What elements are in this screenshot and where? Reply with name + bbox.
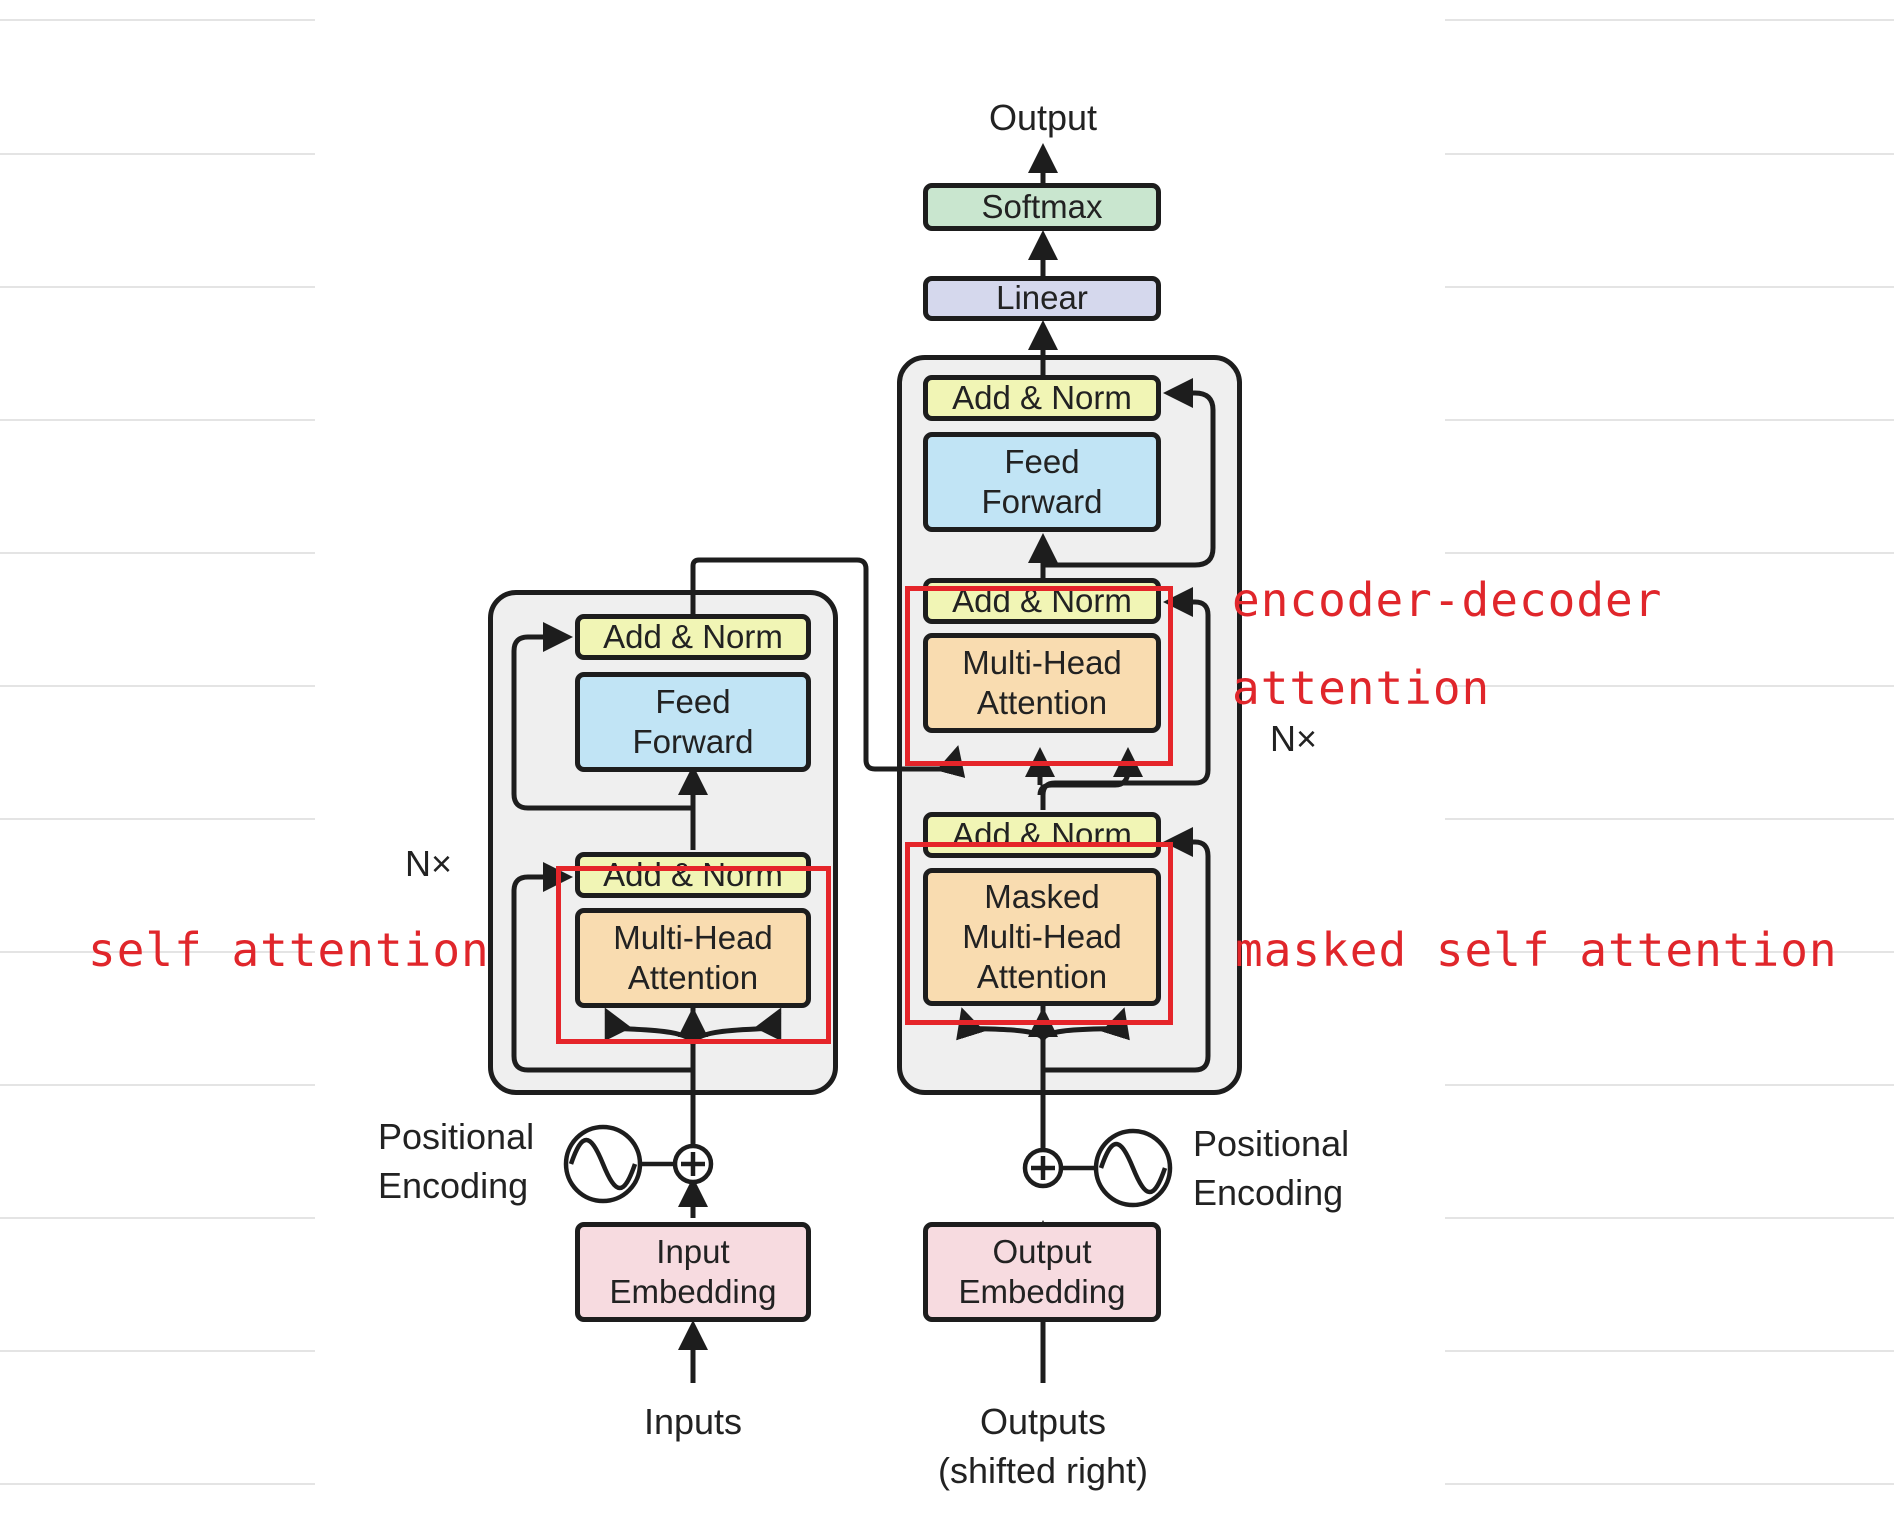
decoder-feed-forward: Feed Forward [923, 432, 1161, 532]
input-embedding: Input Embedding [575, 1222, 811, 1322]
encoder-add-norm-bottom: Add & Norm [575, 852, 811, 898]
encoder-decoder-attention-highlight [905, 586, 1173, 766]
encoder-decoder-annotation-line2: attention [1232, 661, 1491, 715]
self-attention-annotation: self attention [88, 923, 490, 977]
decoder-add-norm-top: Add & Norm [923, 375, 1161, 421]
output-embedding: Output Embedding [923, 1222, 1161, 1322]
linear-block: Linear [923, 276, 1161, 321]
self-attention-highlight [556, 866, 831, 1044]
masked-self-attention-annotation: masked self attention [1235, 923, 1838, 977]
encoder-feed-forward: Feed Forward [575, 672, 811, 772]
encoder-repeat-label: N× [405, 843, 453, 884]
decoder-repeat-label: N× [1270, 718, 1318, 759]
decoder-positional-encoding-label: Positional Encoding [1193, 1123, 1350, 1213]
masked-self-attention-highlight [905, 842, 1173, 1025]
output-probabilities-label: Output Probabilities [893, 45, 1193, 288]
output-label-line1: Output [988, 96, 1098, 138]
encoder-self-attention: Multi-Head Attention [575, 908, 811, 1008]
encoder-decoder-annotation-line1: encoder-decoder [1232, 573, 1663, 627]
inputs-label: Inputs [643, 1401, 743, 1442]
encoder-positional-encoding-label: Positional Encoding [378, 1116, 535, 1206]
decoder-cross-attention: Multi-Head Attention [923, 633, 1161, 733]
softmax-block: Softmax [923, 183, 1161, 231]
encoder-add-norm-top: Add & Norm [575, 614, 811, 660]
positional-encoding-icon [1022, 1128, 1173, 1208]
decoder-masked-attention: Masked Multi-Head Attention [923, 868, 1161, 1006]
outputs-label: Outputs (shifted right) [937, 1401, 1149, 1491]
decoder-add-norm-bottom: Add & Norm [923, 812, 1161, 858]
positional-encoding-icon [563, 1124, 714, 1204]
